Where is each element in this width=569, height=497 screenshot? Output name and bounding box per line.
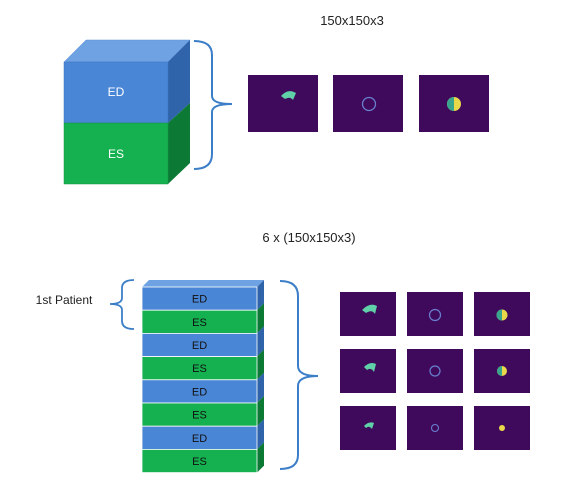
bottom-caption: 6 x (150x150x3) [262,230,355,245]
patient-label: 1st Patient [36,293,93,307]
stack-layer-label: ED [192,340,207,352]
grid-thumb-r1c2 [407,292,463,336]
cube-top-face [63,39,191,63]
patient-stack: ED ES ED ES ED ES ED ES [141,280,264,473]
cube-label-ed: ED [108,85,125,99]
bottom-thumbnail-grid [340,292,530,450]
stack-layer-label: ES [192,317,207,329]
stack-layer-label: ES [192,456,207,468]
stack-layer-side [257,419,264,450]
stack-layer-side [257,442,264,473]
stack-layer-side [257,349,264,380]
cube-side-ed [168,40,190,123]
stack-layer-label: ED [192,294,207,306]
grid-thumb-r2c1 [340,349,396,393]
cube-front-ed [63,61,169,124]
stack-layer-label: ES [192,363,207,375]
grid-thumb-r3c2 [407,406,463,450]
top-volume-cube: ED ES [63,39,191,185]
thumb-top-1 [248,75,318,132]
stack-layer-side [257,280,264,311]
segmentation-blob [281,91,296,100]
thumb-top-2 [333,75,403,132]
stack-layer-side [257,372,264,403]
top-brace [193,40,233,170]
cube-front-es [63,122,169,185]
stack-layer-side [257,396,264,427]
patient-brace [109,279,135,330]
top-thumbnails [248,75,489,132]
stack-layer-label: ED [192,386,207,398]
stack-layer-side [257,303,264,334]
segmentation-ring [361,96,377,112]
stack-top-face [142,280,264,287]
top-caption: 150x150x3 [320,13,384,28]
grid-thumb-r3c1 [340,406,396,450]
stack-layer-side [257,326,264,357]
stack-layer-label: ES [192,410,207,422]
cube-side-es [168,103,190,184]
stack-brace [279,280,319,470]
stack-layer-label: ED [192,433,207,445]
stack-layer-8 [141,448,258,473]
cube-label-es: ES [108,147,124,161]
grid-thumb-r1c1 [340,292,396,336]
grid-thumb-r2c2 [407,349,463,393]
